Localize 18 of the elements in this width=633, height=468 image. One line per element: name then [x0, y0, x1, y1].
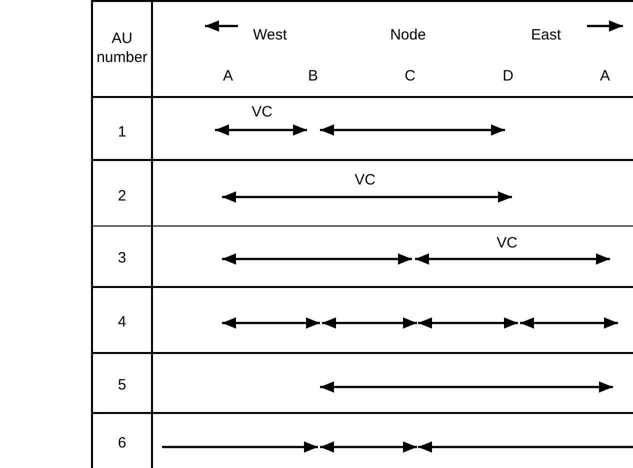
row-number: 6: [118, 434, 126, 452]
row-number: 2: [118, 186, 126, 206]
column-header: A: [223, 66, 233, 86]
row-number: 4: [118, 312, 126, 332]
direction-label: West: [253, 26, 287, 44]
column-header: C: [404, 66, 416, 86]
span-label: VC: [252, 102, 272, 122]
row-number: 5: [118, 376, 126, 394]
column-header: D: [502, 66, 514, 86]
span-label: VC: [496, 234, 518, 252]
column-header: A: [600, 66, 610, 86]
direction-label: East: [531, 26, 561, 44]
row-number: 3: [118, 248, 126, 268]
direction-label: Node: [390, 26, 426, 44]
column-header: B: [308, 66, 318, 86]
column-header: AU number: [96, 29, 148, 67]
row-number: 1: [118, 122, 126, 142]
span-label: VC: [354, 170, 376, 190]
